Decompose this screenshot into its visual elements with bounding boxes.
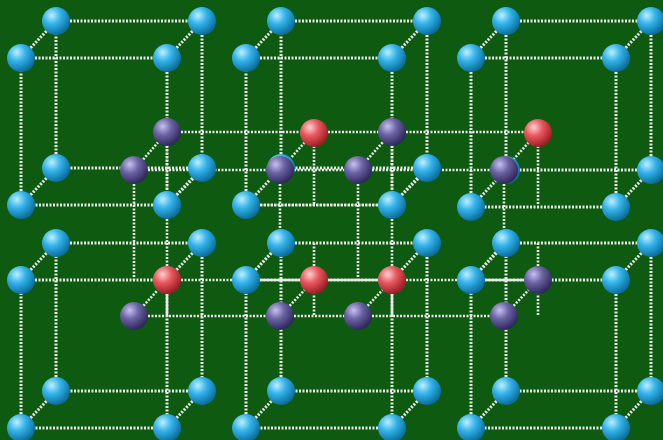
cell-top-right-back-atom-2 bbox=[637, 7, 663, 35]
purple-atom-6 bbox=[490, 156, 518, 184]
cell-top-middle-front-atom-1 bbox=[232, 44, 260, 72]
cell-top-middle-front-atom-2 bbox=[378, 44, 406, 72]
cell-bottom-right-front-atom-1 bbox=[457, 266, 485, 294]
cell-bottom-left-front-atom-1 bbox=[7, 266, 35, 294]
cell-bottom-middle-back-atom-4 bbox=[267, 377, 295, 405]
cell-top-left-back-atom-3 bbox=[188, 154, 216, 182]
cell-top-left-back-atom-1 bbox=[42, 7, 70, 35]
purple-atom-8 bbox=[120, 302, 148, 330]
purple-atom-4 bbox=[266, 156, 294, 184]
cell-top-middle-front-atom-4 bbox=[232, 191, 260, 219]
cell-top-left-back-atom-4 bbox=[42, 154, 70, 182]
cell-top-right-back-atom-3 bbox=[637, 156, 663, 184]
cell-top-right-front-atom-1 bbox=[457, 44, 485, 72]
red-atom-2 bbox=[524, 119, 552, 147]
cell-bottom-left-back-atom-1 bbox=[42, 229, 70, 257]
red-atom-3 bbox=[153, 266, 181, 294]
purple-atom-1 bbox=[153, 118, 181, 146]
cell-top-left-front-atom-3 bbox=[153, 191, 181, 219]
cell-bottom-middle-back-atom-3 bbox=[413, 377, 441, 405]
atoms-layer bbox=[7, 7, 663, 440]
cell-bottom-middle-front-atom-1 bbox=[232, 266, 260, 294]
cell-top-middle-back-atom-2 bbox=[413, 7, 441, 35]
cell-top-right-back-atom-1 bbox=[492, 7, 520, 35]
cell-top-left-front-atom-2 bbox=[153, 44, 181, 72]
cell-bottom-right-front-atom-2 bbox=[602, 266, 630, 294]
cell-top-left-back-atom-2 bbox=[188, 7, 216, 35]
cell-bottom-right-front-atom-4 bbox=[457, 414, 485, 440]
red-atom-1 bbox=[300, 119, 328, 147]
cell-top-middle-back-atom-1 bbox=[267, 7, 295, 35]
cell-bottom-middle-back-atom-1 bbox=[267, 229, 295, 257]
purple-atom-3 bbox=[120, 156, 148, 184]
purple-atom-5 bbox=[344, 156, 372, 184]
cell-top-right-front-atom-3 bbox=[602, 193, 630, 221]
cell-bottom-right-back-atom-1 bbox=[492, 229, 520, 257]
cell-top-right-front-atom-2 bbox=[602, 44, 630, 72]
cell-top-middle-back-atom-3 bbox=[413, 154, 441, 182]
cell-bottom-middle-front-atom-4 bbox=[232, 414, 260, 440]
cell-top-middle-front-atom-3 bbox=[378, 191, 406, 219]
cell-bottom-left-back-atom-4 bbox=[42, 377, 70, 405]
cell-bottom-left-front-atom-3 bbox=[153, 414, 181, 440]
cell-bottom-left-back-atom-3 bbox=[188, 377, 216, 405]
cell-bottom-left-back-atom-2 bbox=[188, 229, 216, 257]
purple-atom-11 bbox=[490, 302, 518, 330]
cell-top-left-front-atom-4 bbox=[7, 191, 35, 219]
purple-atom-9 bbox=[266, 302, 294, 330]
red-atom-5 bbox=[378, 266, 406, 294]
cell-bottom-middle-back-atom-2 bbox=[413, 229, 441, 257]
purple-atom-10 bbox=[344, 302, 372, 330]
cell-bottom-middle-front-atom-3 bbox=[378, 414, 406, 440]
red-atom-4 bbox=[300, 266, 328, 294]
purple-atom-2 bbox=[378, 118, 406, 146]
cell-bottom-right-front-atom-3 bbox=[602, 414, 630, 440]
cell-bottom-right-back-atom-3 bbox=[637, 377, 663, 405]
cell-bottom-left-front-atom-4 bbox=[7, 414, 35, 440]
cell-bottom-right-back-atom-2 bbox=[637, 229, 663, 257]
cell-top-right-front-atom-4 bbox=[457, 193, 485, 221]
cell-top-left-front-atom-1 bbox=[7, 44, 35, 72]
cell-bottom-right-back-atom-4 bbox=[492, 377, 520, 405]
purple-atom-7 bbox=[524, 266, 552, 294]
